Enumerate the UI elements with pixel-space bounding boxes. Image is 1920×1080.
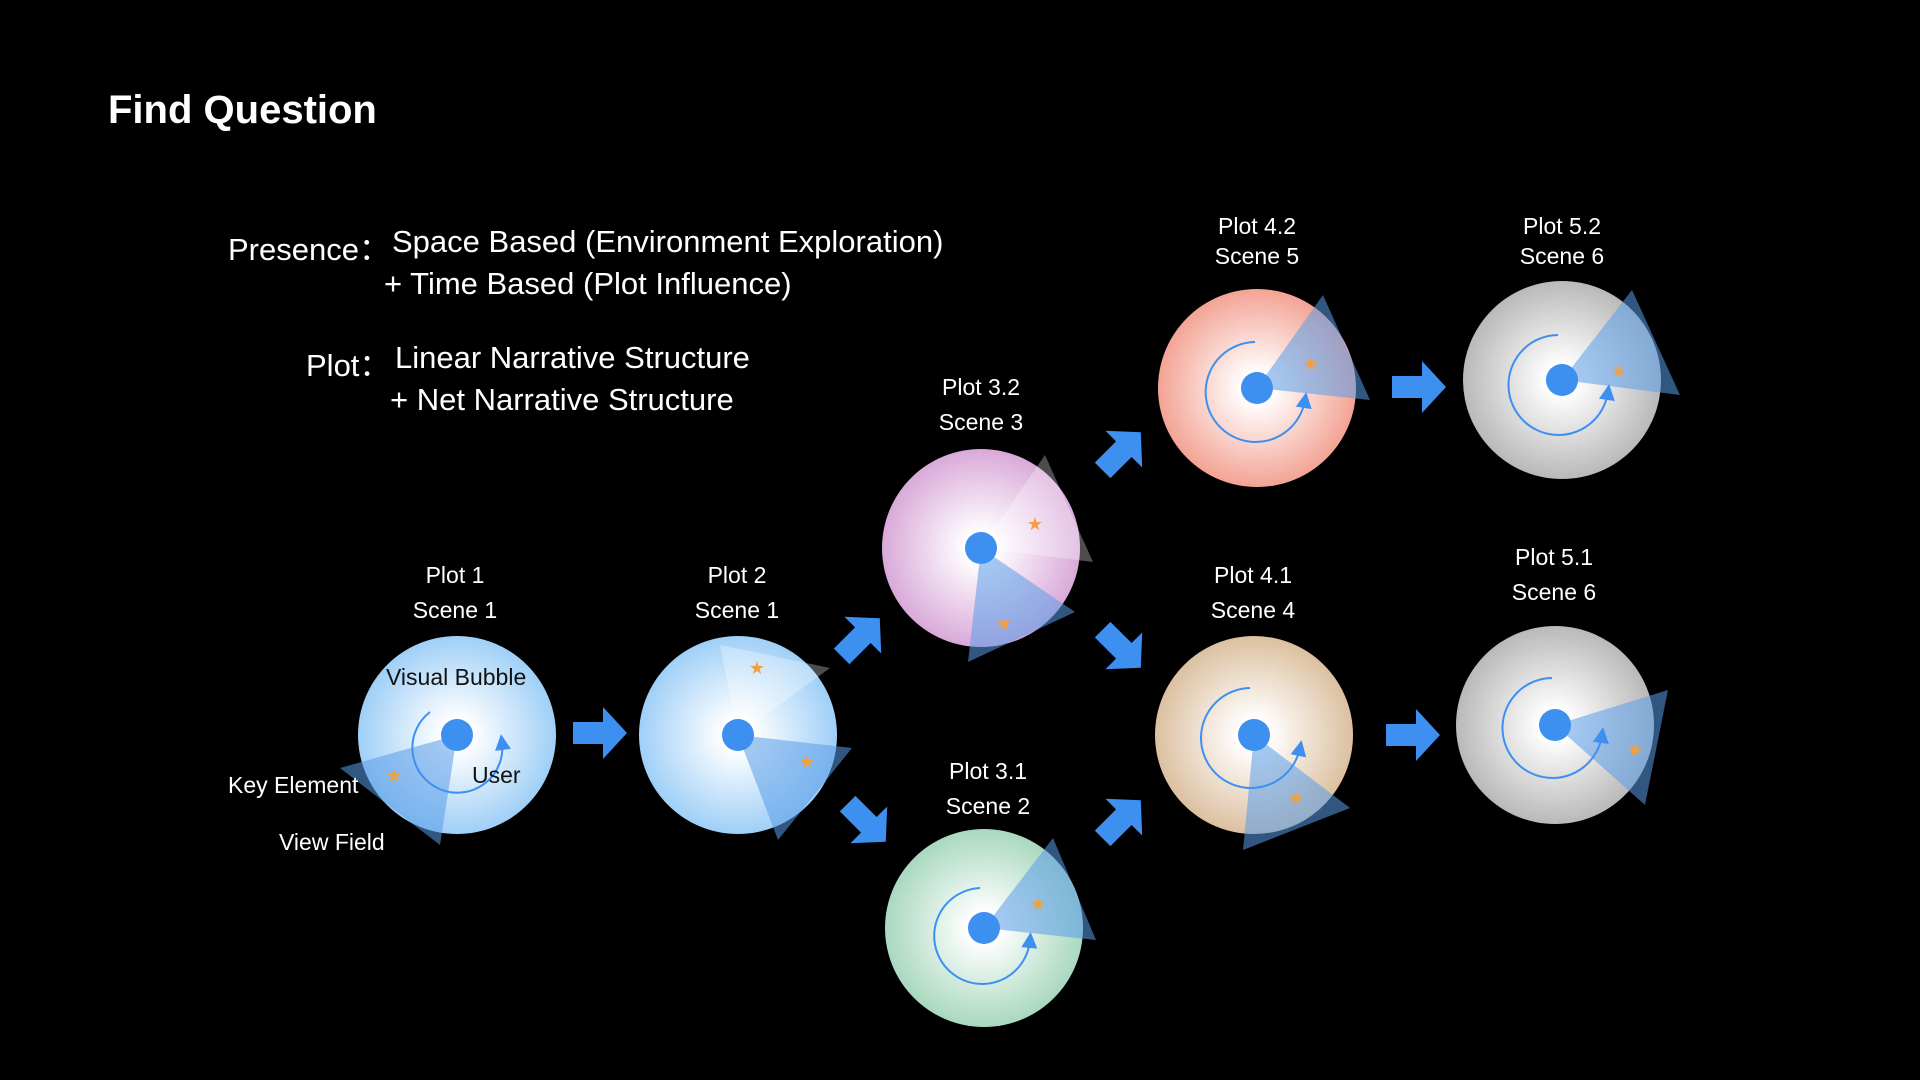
flow-arrow-p1-p2-icon [573,707,627,759]
user-label: User [472,762,521,788]
key-element-star-icon: ★ [799,752,815,772]
rotation-arrow [1501,677,1609,779]
user-dot [722,719,754,751]
plot-name: Plot 3.2 [942,374,1020,400]
presence-line-1: Space Based (Environment Exploration) [392,224,944,259]
flow-arrow-p32-p41-icon [1094,621,1143,670]
flow-arrow-p42-p52-icon [1392,361,1446,413]
user-dot [441,719,473,751]
key-element-star-icon: ★ [1288,788,1304,808]
bubble-plot-4-1: ★ [1155,636,1353,850]
view-field [981,455,1093,562]
bubble-plot-5-1: ★ [1456,626,1668,824]
plot-name: Plot 5.1 [1515,544,1593,570]
scene-name: Scene 6 [1511,579,1597,605]
bubble-plot-1: ★ [340,636,556,845]
bubble-plot-2: ★ ★ [639,636,852,840]
user-dot [1238,719,1270,751]
plot-name: Plot 3.1 [949,758,1027,784]
key-element-label: Key Element [228,772,359,798]
presence-label: Presence： [228,232,390,267]
plot-name: Plot 4.2 [1218,213,1296,239]
view-field [340,735,457,845]
rotation-arrow [1204,341,1312,443]
node-label-plot-3-1: Plot 3.1 Scene 2 [888,754,1088,824]
plot-name: Plot 4.1 [1214,562,1292,588]
node-label-plot-5-1: Plot 5.1 Scene 6 [1454,540,1654,610]
rotation-arrow [933,887,1038,985]
flow-arrow-p32-p42-icon [1094,430,1143,479]
key-element-star-icon: ★ [1030,894,1046,914]
scene-name: Scene 1 [412,597,498,623]
flow-arrow-p2-p31-icon [839,795,888,844]
user-dot [1241,372,1273,404]
bubble-plot-3-1: ★ [885,829,1096,1027]
scene-name: Scene 4 [1210,597,1296,623]
rotation-arrow [1200,687,1307,789]
view-field [1243,735,1350,850]
node-label-plot-2: Plot 2 Scene 1 [637,558,837,628]
user-dot [965,532,997,564]
bubble-plot-5-2: ★ [1463,281,1680,479]
plot-name: Plot 5.2 [1523,213,1601,239]
plot-name: Plot 1 [425,562,485,588]
node-label-plot-4-2: Plot 4.2 Scene 5 [1157,211,1357,271]
key-element-star-icon: ★ [1303,354,1319,374]
view-field [1257,295,1370,400]
view-field [968,548,1075,662]
plot-line-2: + Net Narrative Structure [390,382,734,417]
view-field-label: View Field [279,829,385,855]
view-field [1555,690,1668,805]
key-element-star-icon: ★ [749,658,765,678]
flow-arrow-p31-p41-icon [1094,798,1143,847]
view-field [984,838,1096,940]
node-label-plot-5-2: Plot 5.2 Scene 6 [1462,211,1662,271]
scene-name: Scene 2 [945,793,1031,819]
view-field [720,645,830,735]
bubble-plot-4-2: ★ [1158,289,1370,487]
visual-bubble-label: Visual Bubble [386,664,527,690]
plot-line-1: Linear Narrative Structure [395,340,750,375]
scene-name: Scene 6 [1519,243,1605,269]
node-label-plot-4-1: Plot 4.1 Scene 4 [1153,558,1353,628]
key-element-star-icon: ★ [1627,740,1643,760]
rotation-arrow [1507,334,1615,436]
node-label-plot-1: Plot 1 Scene 1 [355,558,555,628]
scene-name: Scene 1 [694,597,780,623]
plot-name: Plot 2 [707,562,767,588]
presence-line-2: + Time Based (Plot Influence) [384,266,792,301]
key-element-star-icon: ★ [1611,361,1627,381]
scene-name: Scene 5 [1214,243,1300,269]
rotation-arrow [411,711,511,794]
plot-label: Plot： [306,348,391,383]
user-dot [968,912,1000,944]
key-element-star-icon: ★ [1027,514,1043,534]
scene-name: Scene 3 [938,409,1024,435]
view-field [738,735,852,840]
key-element-star-icon: ★ [996,614,1012,634]
user-dot [1546,364,1578,396]
view-field [1562,290,1680,395]
page-title: Find Question [108,88,377,132]
bubble-plot-3-2: ★ ★ [882,449,1093,662]
user-dot [1539,709,1571,741]
node-label-plot-3-2: Plot 3.2 Scene 3 [881,370,1081,440]
key-element-star-icon: ★ [386,766,402,786]
flow-arrow-p2-p32-icon [833,616,882,665]
flow-arrow-p41-p51-icon [1386,709,1440,761]
